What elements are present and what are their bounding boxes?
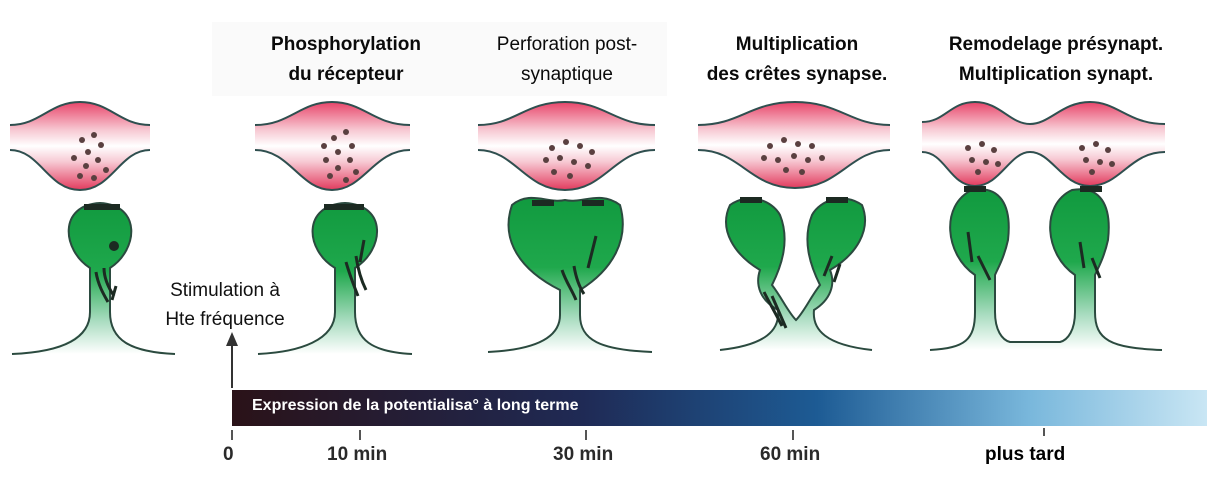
caption-line: synaptique	[462, 60, 672, 90]
stage-5-synapses	[922, 102, 1165, 350]
time-tick-0: 0	[223, 444, 234, 466]
caption-line: du récepteur	[236, 60, 456, 90]
caption-line: des crêtes synapse.	[692, 60, 902, 90]
caption-crest-multiplication: Multiplication des crêtes synapse.	[692, 30, 902, 90]
caption-postsynaptic-perforation: Perforation post- synaptique	[462, 30, 672, 90]
time-tick-60min: 60 min	[760, 444, 820, 466]
caption-line: Multiplication	[692, 30, 902, 60]
caption-line: Multiplication synapt.	[906, 60, 1206, 90]
caption-presynaptic-remodeling: Remodelage présynapt. Multiplication syn…	[906, 30, 1206, 90]
caption-line: Perforation post-	[462, 30, 672, 60]
time-tick-10min: 10 min	[327, 444, 387, 466]
time-tick-later: plus tard	[985, 444, 1065, 466]
caption-line: Remodelage présynapt.	[906, 30, 1206, 60]
caption-line: Phosphorylation	[236, 30, 456, 60]
stage-3-synapse	[478, 102, 655, 352]
stimulation-line: Stimulation à	[130, 276, 320, 305]
potentiation-bar-label: Expression de la potentialisa° à long te…	[252, 397, 579, 415]
caption-receptor-phosphorylation: Phosphorylation du récepteur	[236, 30, 456, 90]
time-tick-30min: 30 min	[553, 444, 613, 466]
stimulation-label: Stimulation à Hte fréquence	[130, 276, 320, 334]
stage-4-synapse	[698, 102, 890, 350]
stimulation-line: Hte fréquence	[130, 305, 320, 334]
